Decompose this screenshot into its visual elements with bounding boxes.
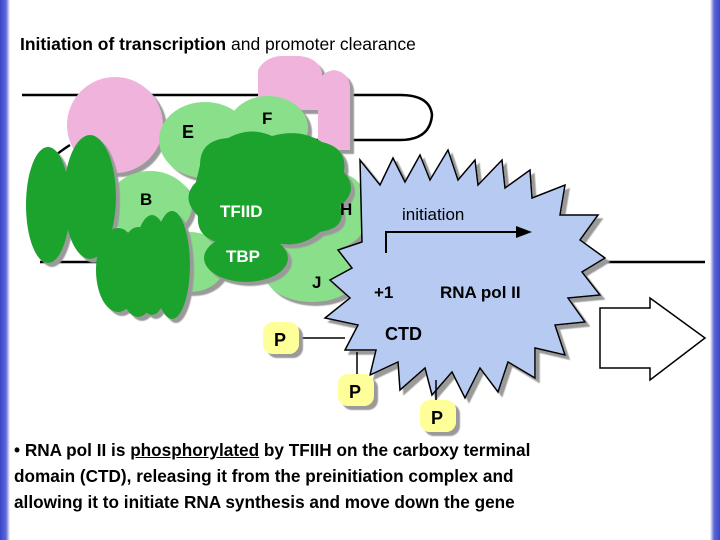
title-bold: Initiation of transcription [20,34,227,54]
tfiid [188,131,352,250]
caption-l1-a: RNA pol II is [24,440,126,460]
caption: • RNA pol II is phosphorylated by TFIIH … [14,437,704,515]
green-oval-1 [26,147,70,263]
initiation-arrow [385,231,520,253]
label-plus-one: +1 [374,283,393,302]
green-oval-2 [64,135,116,259]
phosphate-1 [263,322,299,354]
caption-line-2: domain (CTD), releasing it from the prei… [14,466,514,486]
caption-line-3: allowing it to initiate RNA synthesis an… [14,492,515,512]
tbp [204,234,288,282]
caption-phosphorylated: phosphorylated [130,440,260,460]
rna-pol-ii [323,148,607,400]
pink-factor-top-2 [318,70,350,150]
title-normal: and promoter clearance [230,34,416,54]
caption-bullet: • [14,440,21,460]
label-f: F [262,109,272,128]
caption-line-1: • RNA pol II is phosphorylated by TFIIH … [14,437,704,463]
label-p1: P [274,330,286,350]
label-e: E [182,122,194,142]
label-rna-pol-ii: RNA pol II [440,283,521,302]
caption-l1-c: by TFIIH on the carboxy terminal [263,440,531,460]
label-h: H [340,200,352,219]
initiation-arrow-head [516,226,532,238]
label-initiation: initiation [402,205,464,224]
label-tfiid: TFIID [220,202,263,221]
label-tbp: TBP [226,247,260,266]
gene-direction-arrow [599,296,707,382]
phosphate-2 [338,374,374,406]
phosphate-3 [420,400,456,432]
label-j: J [312,273,321,292]
dna-upper-strand [22,93,434,142]
label-p2: P [349,382,361,402]
label-p3: P [431,408,443,428]
label-ctd: CTD [385,324,422,344]
green-oval-6 [154,211,190,319]
label-b: B [140,190,152,209]
slide-title: Initiation of transcription and promoter… [20,34,416,55]
factor-j [264,242,360,302]
